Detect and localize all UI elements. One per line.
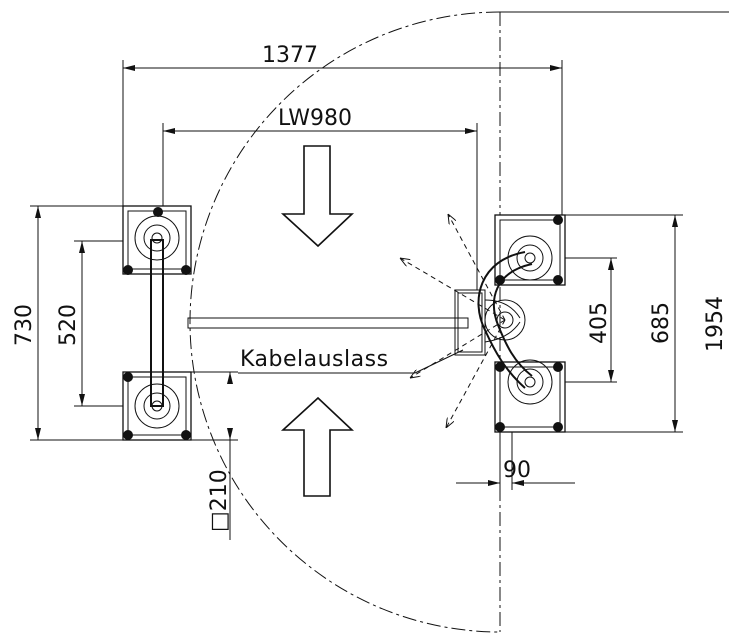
dim-total-height: 1954 [703,296,728,352]
dim-left-column-spacing: 520 [56,240,157,407]
right-bottom-column-post [507,359,553,405]
dim-clear-width: LW980 [162,106,478,290]
left-column-unit [122,205,192,441]
right-top-base-plate [494,214,566,286]
right-swing-arm-outer [477,251,526,389]
right-bottom-base-plate [494,361,566,433]
cable-outlet-label: Kabelauslass [240,347,389,372]
dim-right-pad-span-text: 685 [649,302,674,344]
dim-right-column-spacing: 405 [530,257,617,383]
right-column-unit [400,214,566,433]
swing-arc [189,11,501,633]
dim-overall-width: 1377 [122,43,563,215]
cable-outlet-callout: Kabelauslass [238,347,464,374]
dim-total-height-text: 1954 [703,296,728,352]
right-swing-arm-inner [492,263,533,377]
dim-right-pad-span: 685 [565,214,683,433]
dim-offset: 90 [456,432,575,490]
dim-overall-width-text: 1377 [262,43,318,68]
drive-direction-arrow-down [280,145,355,248]
cable-channel [187,289,486,356]
dim-column-size-text: □210 [207,469,232,532]
dim-right-column-spacing-text: 405 [587,302,612,344]
left-connecting-beam [150,239,164,407]
right-arm-cross-2 [484,321,521,343]
dim-left-column-spacing-text: 520 [56,304,81,346]
dim-left-depth: 730 [12,205,124,441]
left-bottom-column-post [134,383,180,429]
right-arm-cross-1 [484,299,521,319]
dim-clear-width-text: LW980 [278,106,352,131]
drive-direction-arrow-up [280,396,355,497]
dim-offset-text: 90 [503,458,531,483]
dim-left-depth-text: 730 [12,304,37,346]
